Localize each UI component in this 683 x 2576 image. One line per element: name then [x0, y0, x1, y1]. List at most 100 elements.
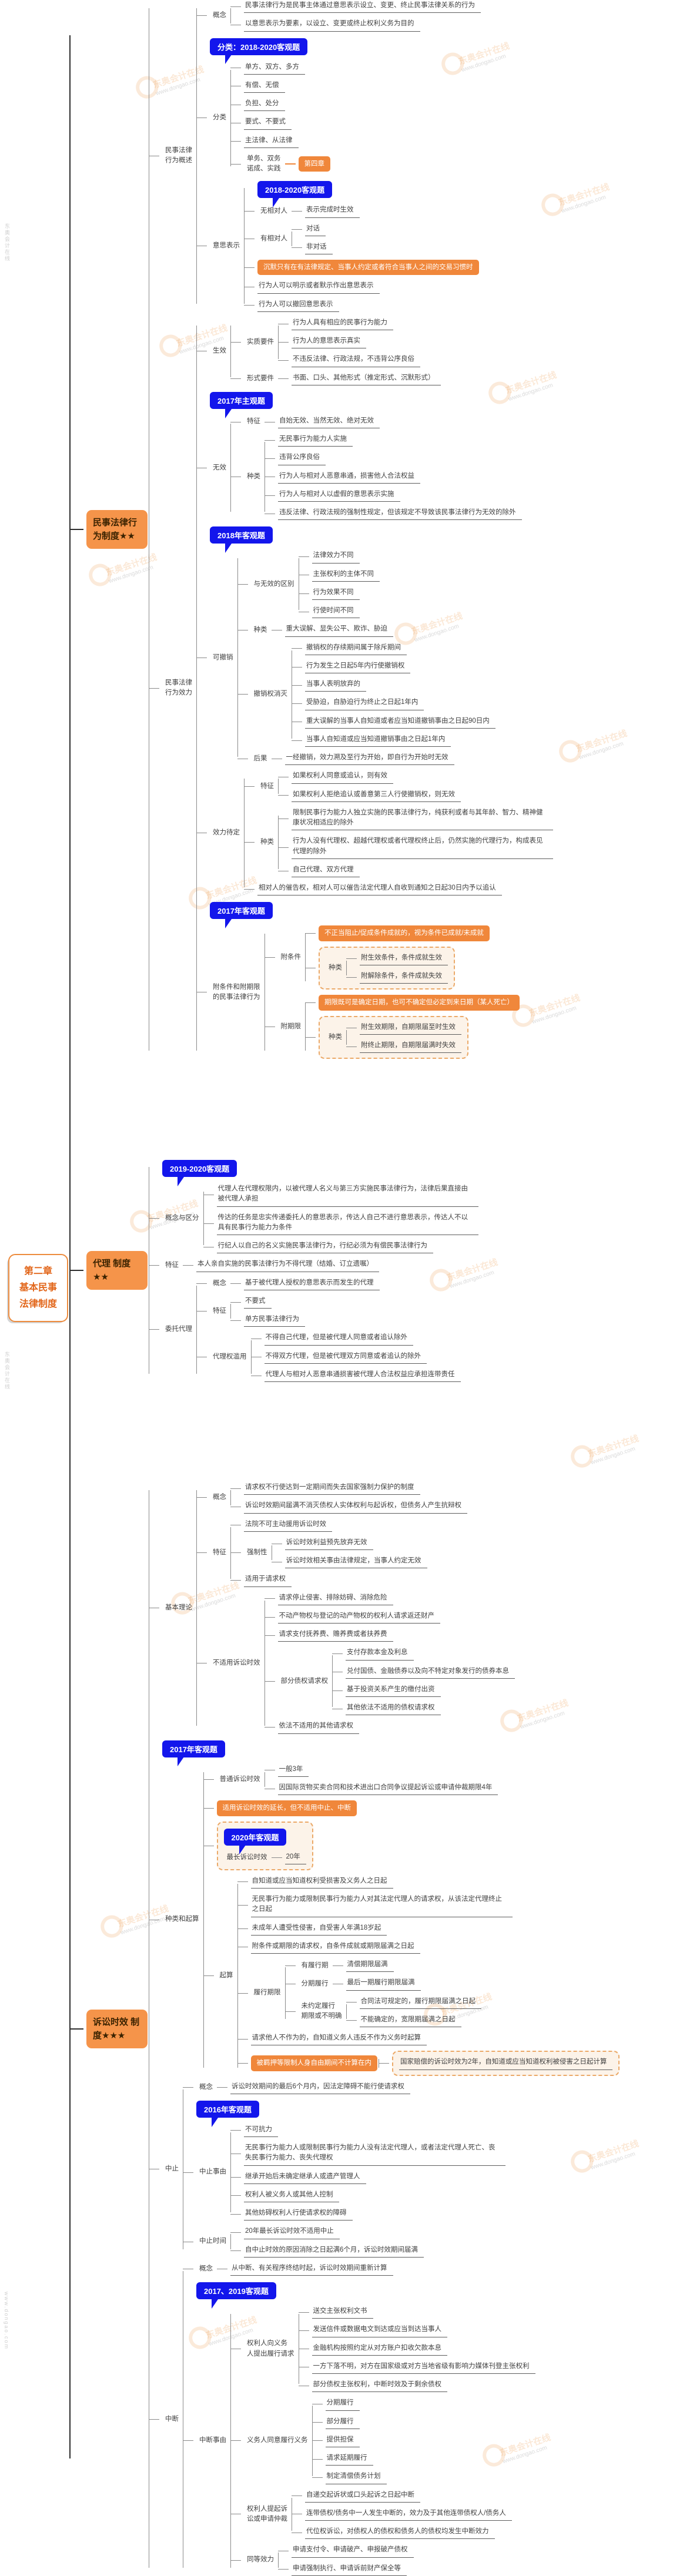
topic-label: 特征	[213, 1549, 227, 1557]
children-column: 本人亲自实施的民事法律行为不得代理（结婚、订立遗嘱）	[183, 1259, 380, 1272]
item-text: 非对话	[305, 242, 333, 254]
exam-year-tag: 2017、2019客观题	[196, 2282, 276, 2309]
children-column: 如果权利人同意或追认，则有效如果权利人拒绝追认或善意第三人行使撤销权，则无效	[278, 770, 461, 802]
topic-label: 效力待定	[213, 829, 240, 837]
item-text: 请求延期履行	[325, 2453, 373, 2466]
item-text: 相对人的催告权，相对人可以催告法定代理人自收到通知之日起30日内予以追认	[257, 883, 502, 896]
children-column: 20年	[272, 1852, 306, 1864]
topic-label: 权利人向义务 人提出履行请求	[247, 2340, 294, 2357]
children-column: 不得自己代理，但是被代理人同意或者追认除外不得双方代理，但是被代理双方同意或者追…	[250, 1332, 461, 1383]
item-text: 请求支付抚养费、赡养费或者扶养费	[277, 1629, 393, 1642]
topic-label: 特征	[165, 1261, 179, 1269]
topic-label: 意思表示	[213, 242, 240, 249]
item-text: 兑付国债、金融债券以及向不特定对象发行的债券本息	[346, 1666, 515, 1679]
children-column: 国家赔偿的诉讼时效为2年，自知道或应当知道权利被侵害之日起计算	[379, 2051, 620, 2076]
children-column: 撤销权的存续期间属于除斥期间行为发生之日起5年内行使撤销权当事人表明放弃的受胁迫…	[292, 642, 495, 747]
topic-label: 部分债权请求权	[280, 1677, 329, 1685]
children-column: 最后一期履行期限届满	[333, 1977, 421, 1991]
topic-label: 强制性	[247, 1549, 267, 1557]
item-text: 代理人与相对人恶意串通损害被代理人合法权益应承担连带责任	[264, 1369, 461, 1383]
topic-label: 基本理论	[165, 1604, 193, 1611]
item-text: 请求停止侵害、排除妨碍、消除危险	[277, 1592, 393, 1605]
topic-label: 未约定履行 期限或不明确	[301, 2003, 342, 2020]
item-text: 诉讼时效利益预先放弃无效	[284, 1537, 373, 1551]
exam-year-tag: 2020年客观题	[223, 1828, 287, 1855]
children-column: 有履行期清偿期限届满分期履行最后一期履行期限届满未约定履行 期限或不明确合同法可…	[284, 1959, 482, 2028]
item-text: 行为人与相对人恶意串通，损害他人合法权益	[278, 471, 421, 484]
note-box: 期限既可是确定日期，也可不确定但必定到来日期（某人死亡）	[319, 995, 520, 1011]
item-text: 以意思表示为要素，以设立、变更或终止权利义务为目的	[244, 18, 420, 32]
topic-label: 履行期限	[253, 1989, 281, 1997]
children-column: 书面、口头、其他形式（推定形式、沉默形式）	[278, 373, 441, 385]
item-text: 不动产物权与登记的动产物权的权利人请求返还财产	[277, 1611, 441, 1624]
chapter4-ref-box: 第四章	[298, 156, 331, 172]
item-text: 发送信件或数据电文到达或应当到达当事人	[312, 2324, 448, 2337]
item-text: 附终止期限，自期限届满时失效	[360, 1040, 462, 1054]
item-text: 不得双方代理，但是被代理双方同意或者追认的除外	[264, 1351, 427, 1364]
topic-label: 附期限	[280, 1023, 302, 1031]
item-text: 自递交起诉状或口头起诉之日起中断	[305, 2490, 421, 2503]
children-column: 法院不可主动援用诉讼时效强制性诉讼时效利益预先放弃无效诉讼时效相关事由法律规定，…	[230, 1519, 427, 1587]
topic-label: 有履行期	[301, 1961, 329, 1969]
item-text: 传达的任务是忠实传递委托人的意思表示，传达人自己不进行意思表示，传达人不以具有民…	[216, 1212, 478, 1236]
item-text: 负担、处分	[244, 98, 285, 112]
item-text: 金融机构按照约定从对方账户扣收欠款本息	[312, 2343, 448, 2356]
topic-label: 同等效力	[247, 2556, 274, 2564]
topic-label: 义务人同意履行义务	[247, 2437, 308, 2444]
item-text: 重大误解、显失公平、欺诈、胁迫	[284, 623, 394, 637]
children-column: 第四章	[285, 156, 331, 172]
topic-label: 中断	[165, 2415, 179, 2423]
topic-label: 概念与区分	[165, 1215, 199, 1222]
topic-label: 种类	[329, 1033, 343, 1041]
item-text: 一经撤销，效力溯及至行为开始，即自行为开始时无效	[284, 752, 454, 766]
topic-label: 种类	[247, 473, 261, 481]
children-column: 特征如果权利人同意或追认，则有效如果权利人拒绝追认或善意第三人行使撤销权，则无效…	[244, 770, 554, 896]
topic-label: 单务、双务 诺成、实践	[247, 155, 281, 172]
exam-year-tag: 2016年客观题	[196, 2100, 259, 2127]
item-text: 自中止时效的原因消除之日起满6个月，诉讼时效期间届满	[244, 2245, 424, 2258]
item-text: 无民事行为能力人或限制民事行为能力人没有法定代理人，或者法定代理人死亡、丧失民事…	[244, 2142, 506, 2166]
item-text: 违反法律、行政法规的强制性规定，但该规定不导致该民事法律行为无效的除外	[278, 507, 522, 521]
children-column: 民事法律行为是民事主体通过意思表示设立、变更、终止民事法律关系的行为以意思表示为…	[230, 0, 481, 32]
topic-label: 概念	[199, 2084, 213, 2091]
children-column: 送交主张权利文书发送信件或数据电文到达或应当到达当事人金融机构按照约定从对方账户…	[298, 2306, 535, 2393]
topic-label: 生效	[213, 347, 227, 355]
item-text: 连带债权/债务中一人发生中断的，效力及于其他连带债权人/债务人	[305, 2508, 512, 2521]
children-column: 自知道或应当知道权利受损害及义务人之日起无民事行为能力或限制民事行为能力人对其法…	[237, 1876, 620, 2076]
topic-label: 特征	[260, 782, 274, 790]
children-column: 与无效的区别法律效力不同主张权利的主体不同行为效果不同行使时间不同种类重大误解、…	[237, 550, 495, 766]
item-text: 单方民事法律行为	[244, 1314, 306, 1327]
topic-label: 概念	[199, 2265, 213, 2273]
item-text: 适用于请求权	[244, 1574, 292, 1587]
item-text: 无民事行为能力或限制民事行为能力人对其法定代理人的请求权，从该法定代理终止之日起	[250, 1894, 513, 1917]
item-text: 自始无效、当然无效、绝对无效	[278, 415, 380, 429]
item-text: 附生效条件，条件成就生效	[360, 952, 448, 966]
item-text: 如果权利人拒绝追认或善意第三人行使撤销权，则无效	[292, 789, 461, 802]
item-text: 申请强制执行、申请诉前财产保全等	[292, 2563, 407, 2576]
children-column: 自递交起诉状或口头起诉之日起中断连带债权/债务中一人发生中断的，效力及于其他连带…	[292, 2490, 512, 2540]
topic-label: 权利人提起诉 讼或申请仲裁	[247, 2505, 288, 2523]
children-column: 生效实质要件行为人具有相应的民事行为能力行为人的意思表示真实不违反法律、行政法规…	[196, 317, 554, 1059]
topic-label: 种类	[253, 626, 267, 633]
item-text: 部分履行	[325, 2416, 360, 2429]
item-text: 如果权利人同意或追认，则有效	[292, 770, 394, 784]
branch-agency-system: 代理 制度★★	[86, 1250, 148, 1290]
item-text: 无民事行为能力人实施	[278, 434, 353, 447]
item-text: 一般3年	[277, 1764, 309, 1777]
item-text: 20年最长诉讼时效不适用中止	[244, 2226, 340, 2239]
item-text: 附条件或期限的请求权，自条件成就或期限届满之日起	[250, 1941, 420, 1954]
note-box: 适用诉讼时效的延长，但不适用中止、中断	[216, 1800, 357, 1816]
topic-label: 中止时间	[199, 2238, 227, 2245]
item-text: 申请支付令、申请破产、申报破产债权	[292, 2544, 414, 2558]
topic-label: 种类	[260, 838, 274, 846]
item-text: 法院不可主动援用诉讼时效	[244, 1519, 333, 1532]
item-text: 受胁迫，自胁迫行为终止之日起1年内	[305, 697, 424, 710]
topic-label: 形式要件	[247, 375, 274, 383]
topic-label: 撤销权消灭	[253, 690, 288, 698]
item-text: 一方下落不明，对方在国家级或对方当地省级有影响力媒体刊登主张权利	[312, 2361, 535, 2374]
topic-label: 后果	[253, 754, 267, 762]
topic-label: 委托代理	[165, 1326, 193, 1333]
item-text: 20年	[284, 1852, 306, 1864]
children-column: 申请支付令、申请破产、申报破产债权申请强制执行、申请诉前财产保全等	[278, 2544, 414, 2576]
item-text: 其他依法不适用的债权请求权	[346, 1702, 441, 1716]
